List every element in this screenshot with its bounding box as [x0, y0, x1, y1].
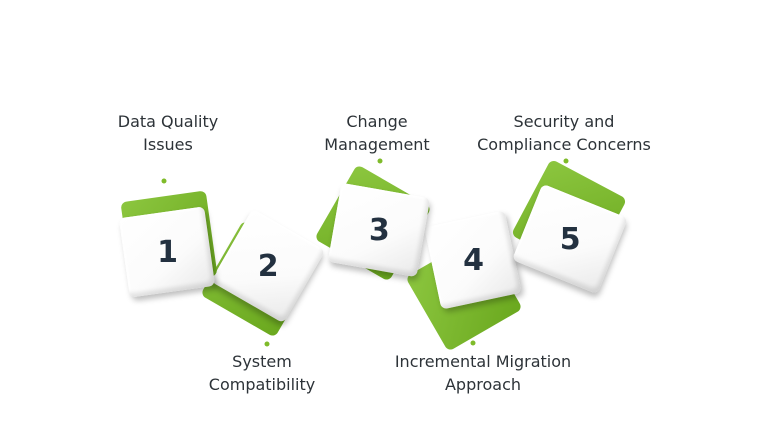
- step-5-title-line2: Compliance Concerns: [477, 135, 651, 154]
- step-2-title-line2: Compatibility: [208, 375, 316, 394]
- step-1-connector-dot: [161, 178, 167, 184]
- step-5-number: 5: [559, 221, 581, 257]
- step-3-label: Change Management: [324, 110, 429, 156]
- step-4-number: 4: [462, 242, 484, 278]
- step-3-number: 3: [368, 212, 390, 248]
- step-4-title-line2: Approach: [444, 375, 521, 394]
- step-2-connector-dot: [264, 341, 270, 347]
- step-5-connector-dot: [563, 158, 569, 164]
- step-5-label: Security and Compliance Concerns: [477, 110, 651, 156]
- step-2-title-line1: System: [232, 352, 292, 371]
- step-4-label: Incremental Migration Approach: [395, 350, 571, 396]
- step-1-title-line1: Data Quality: [117, 112, 219, 131]
- step-5-title-line1: Security and: [513, 112, 615, 131]
- step-1-number: 1: [156, 234, 178, 270]
- step-4-connector-dot: [470, 340, 476, 346]
- step-4-title-line1: Incremental Migration: [394, 352, 572, 371]
- step-3-card: 3: [327, 182, 431, 278]
- step-2-label: System Compatibility: [209, 350, 315, 396]
- step-2-number: 2: [257, 248, 279, 284]
- step-3-connector-dot: [377, 158, 383, 164]
- step-3-title-line1: Change: [346, 112, 408, 131]
- step-4-card: 4: [424, 210, 522, 310]
- step-1-label: Data Quality Issues: [118, 110, 218, 156]
- step-1-title-line2: Issues: [143, 135, 193, 154]
- step-3-title-line2: Management: [324, 135, 430, 154]
- step-1-card: 1: [118, 206, 216, 298]
